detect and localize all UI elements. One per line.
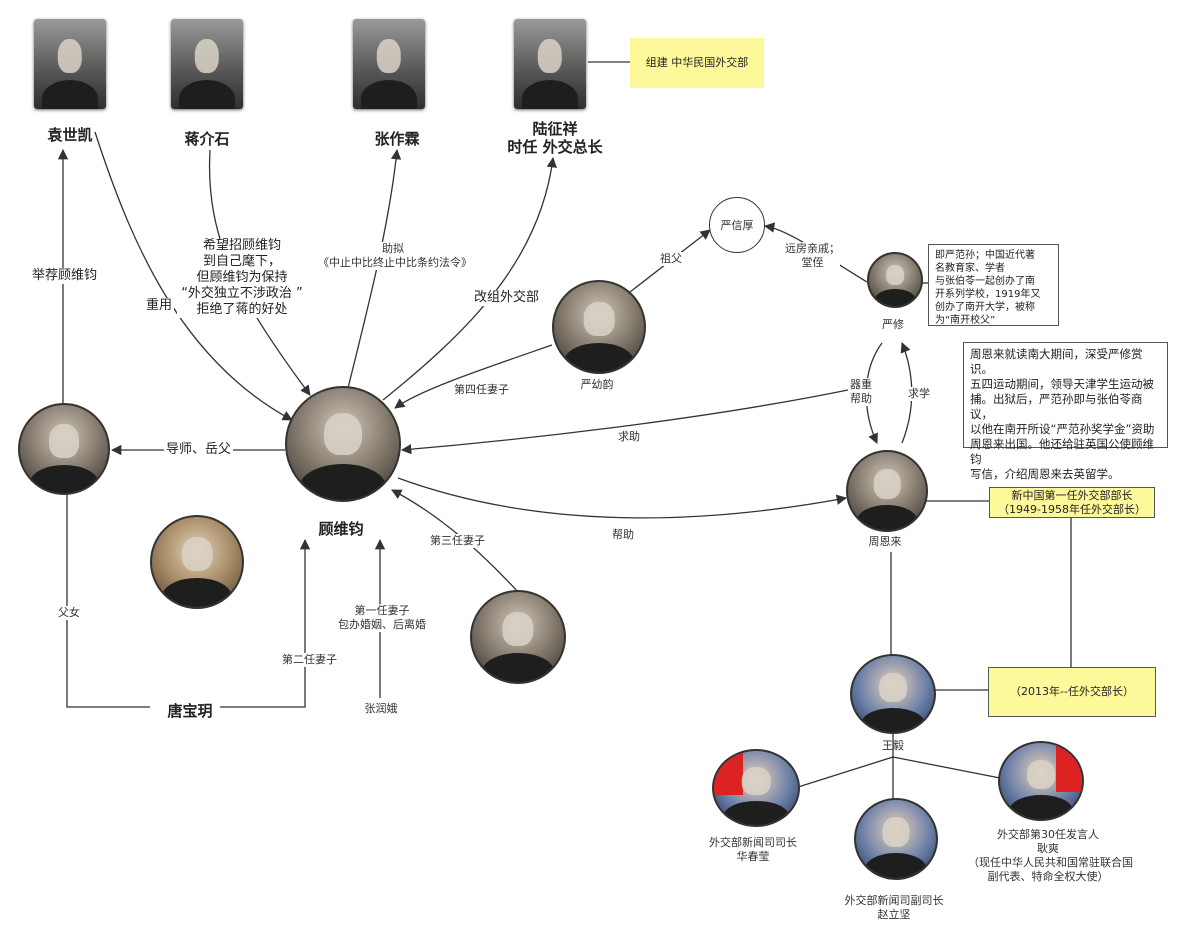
tang-portrait: [150, 515, 244, 609]
flag-photo-icon: [714, 751, 744, 796]
tang-father-portrait: [18, 403, 110, 495]
edge-qiuxue: 求学: [906, 387, 932, 401]
edge-jianjian: 举荐顾维钧: [30, 268, 100, 284]
third-wife-portrait: [470, 590, 566, 684]
name-yuan: 袁世凯: [47, 126, 93, 144]
edge-qiuzhu: 求助: [616, 430, 642, 444]
edge-zufu: 祖父: [658, 252, 684, 266]
name-zhang: 张作霖: [374, 130, 420, 148]
zhang-portrait: [353, 19, 425, 109]
edge-dier: 第二任妻子: [280, 653, 339, 667]
portrait-photo-icon: [376, 38, 402, 73]
edge-disi: 第四任妻子: [452, 383, 511, 397]
note-yanxiu: 即严范孙；中国近代著 名教育家、学者 与张伯苓一起创办了南 开系列学校，1919…: [928, 244, 1059, 326]
yuan-portrait: [34, 19, 106, 109]
yanxiu-portrait: [867, 252, 923, 308]
edge-gaizu: 改组外交部: [472, 290, 542, 306]
portrait-photo-icon: [502, 611, 534, 646]
portrait-photo-icon: [882, 817, 910, 847]
hua-portrait: [712, 749, 800, 827]
portrait-photo-icon: [57, 38, 83, 73]
edge-jiang-note: 希望招顾维钧 到自己麾下， 但顾维钧为保持 “外交独立不涉政治 ” 拒绝了蒋的好…: [177, 238, 307, 318]
portrait-photo-icon: [583, 301, 615, 336]
jiang-portrait: [171, 19, 243, 109]
portrait-photo-icon: [879, 672, 907, 702]
geng-portrait: [998, 741, 1084, 821]
portrait-photo-icon: [181, 536, 213, 571]
lu-portrait: [514, 19, 586, 109]
edge-disan: 第三任妻子: [428, 534, 487, 548]
flag-photo-icon: [1055, 743, 1082, 793]
center-portrait: [285, 386, 401, 502]
edge-zhuni: 助拟 《中止中比终止中比条约法令》: [318, 242, 472, 270]
portrait-photo-icon: [537, 38, 563, 73]
edge-qizhong: 器重 帮助: [850, 378, 872, 406]
box-wangyi-term: （2013年--任外交部长）: [988, 667, 1156, 717]
name-jiang: 蒋介石: [184, 130, 230, 148]
portrait-photo-icon: [194, 38, 220, 73]
name-lu: 陆征祥 时任 外交总长: [507, 120, 603, 156]
caption-hua: 外交部新闻司司长 华春莹: [709, 836, 797, 863]
name-zhou: 周恩来: [868, 535, 902, 548]
portrait-photo-icon: [886, 265, 904, 286]
edge-daoshi: 导师、岳父: [164, 442, 234, 458]
caption-geng: 外交部第30任发言人 耿爽 （现任中华人民共和国常驻联合国 副代表、特命全权大使…: [968, 828, 1133, 883]
portrait-photo-icon: [323, 412, 363, 456]
edge-yuanfang: 远房亲戚； 堂侄: [785, 242, 840, 270]
wangyi-portrait: [850, 654, 936, 734]
yanyouyun-portrait: [552, 280, 646, 374]
name-zhangrune: 张润娥: [364, 702, 398, 715]
name-center: 顾维钧: [318, 520, 364, 538]
portrait-photo-icon: [49, 424, 79, 458]
name-yanyouyun: 严幼韵: [580, 378, 614, 391]
edge-fuhnv: 父女: [56, 606, 82, 620]
caption-zhao: 外交部新闻司副司长 赵立坚: [844, 894, 944, 921]
name-tang: 唐宝玥: [167, 702, 213, 720]
node-yanxinhou: 严信厚: [709, 197, 765, 253]
portrait-photo-icon: [873, 469, 901, 499]
zhao-portrait: [854, 798, 938, 880]
zhou-portrait: [846, 450, 928, 532]
edge-zhongyong: 重用: [144, 298, 175, 314]
box-waijiaobu: 组建 中华民国外交部: [630, 38, 764, 88]
box-xinzhongguo: 新中国第一任外交部部长 （1949-1958年任外交部长）: [989, 487, 1155, 518]
edge-diyi: 第一任妻子 包办婚姻、后离婚: [338, 604, 426, 632]
edge-bangzhu: 帮助: [610, 528, 636, 542]
note-zhou: 周恩来就读南大期间，深受严修赏识。 五四运动期间，领导天津学生运动被 捕。出狱后…: [963, 342, 1168, 481]
name-yanxiu: 严修: [882, 318, 904, 331]
name-wangyi: 王毅: [882, 739, 904, 752]
